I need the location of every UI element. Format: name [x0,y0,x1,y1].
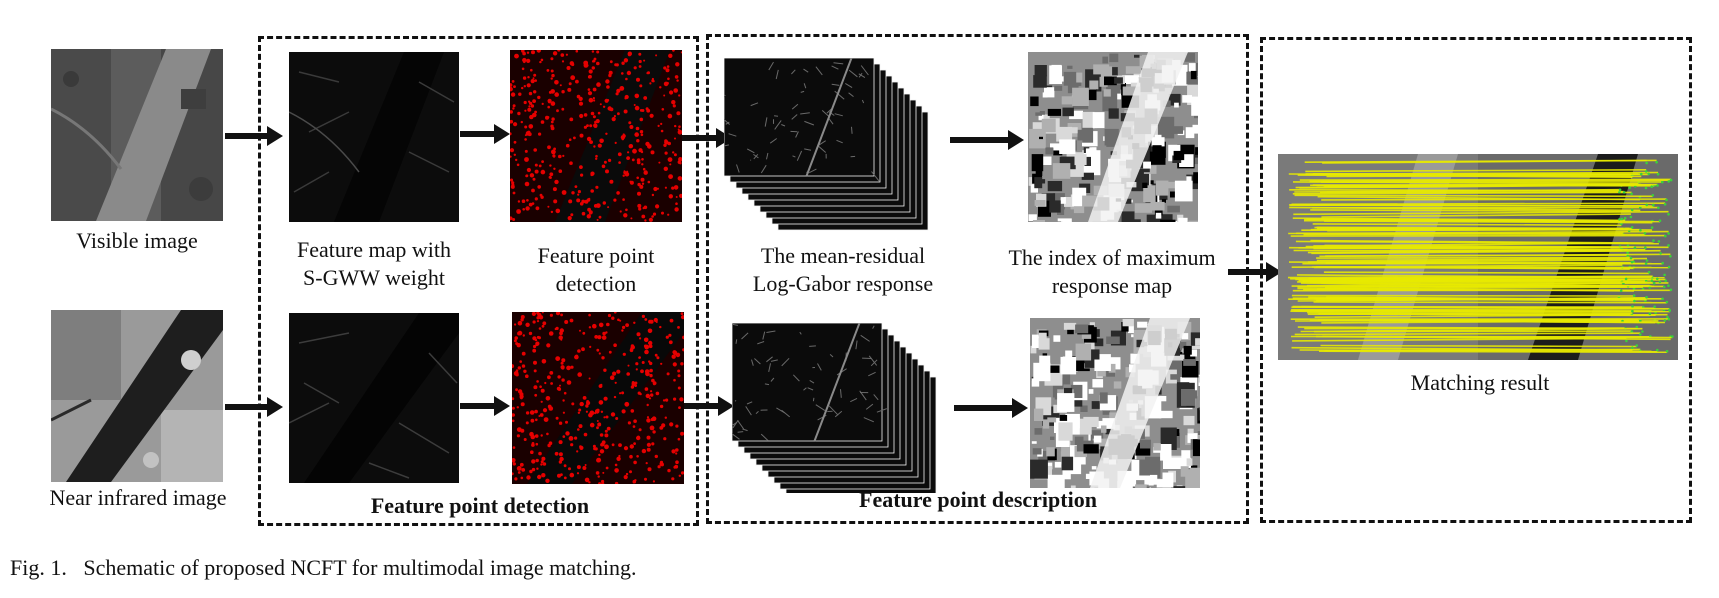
nir-image [51,310,223,482]
visible-image [51,49,223,221]
feature-map-nir [289,313,459,483]
log-gabor-label-line-2: Log-Gabor response [752,271,934,296]
nir-image-label: Near infrared image [49,485,227,510]
feature-map-label-line-2: S-GWW weight [303,265,445,290]
feature-points-label-line-1: Feature point [537,243,655,268]
feature-map-label-line-1: Feature map with [297,237,451,262]
arrow-right-icon [225,126,283,146]
index-map-label-line-1: The index of maximum [1008,245,1216,270]
feature-points-visible [510,50,682,222]
index-map-visible [1028,52,1198,222]
visible-image-label: Visible image [76,228,198,253]
matching-result-image [1278,154,1678,360]
index-map-nir [1030,318,1200,488]
matching-group-box [1260,37,1692,523]
arrow-right-icon [225,397,283,417]
log-gabor-label-line-1: The mean-residual [760,243,926,268]
log-gabor-stack-nir [732,323,960,493]
log-gabor-stack-visible [724,58,952,236]
description-group-box [706,34,1249,524]
figure-caption: Fig. 1. Schematic of proposed NCFT for m… [10,555,637,580]
arrow-right-icon [1228,262,1282,282]
arrow-right-icon [954,398,1028,418]
feature-map-visible [289,52,459,222]
description-group-title: Feature point description [859,487,1097,512]
feature-points-label-line-2: detection [555,271,637,296]
detection-group-title: Feature point detection [370,493,590,518]
feature-points-nir [512,312,684,484]
arrow-right-icon [460,396,510,416]
arrow-right-icon [460,124,510,144]
matching-result-label: Matching result [1410,370,1550,395]
detection-group-box [258,36,699,526]
arrow-right-icon [684,396,734,416]
arrow-right-icon [950,130,1024,150]
index-map-label-line-2: response map [1051,273,1173,298]
